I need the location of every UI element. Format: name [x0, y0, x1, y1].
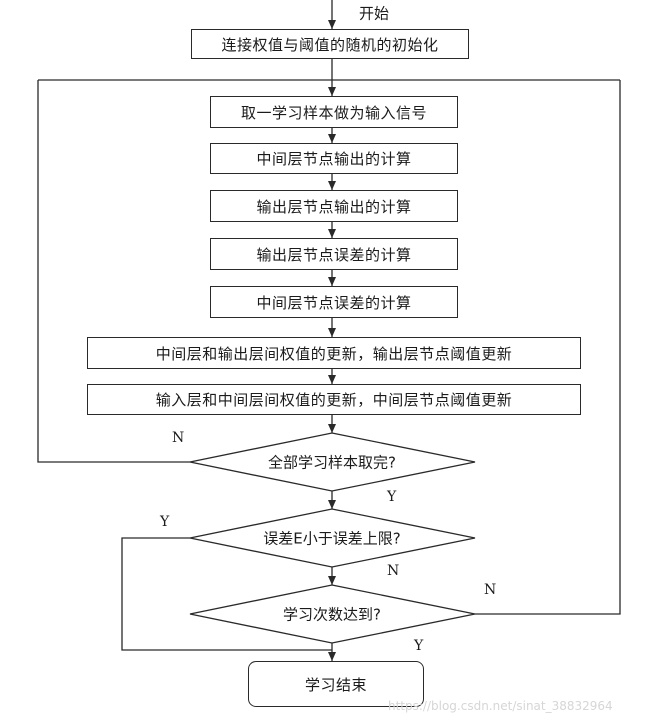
end-terminal: 学习结束: [248, 661, 424, 707]
step-update-hidden-output: 中间层和输出层间权值的更新，输出层节点阈值更新: [87, 337, 581, 369]
step-hidden-error: 中间层节点误差的计算: [210, 286, 458, 318]
branch-iterations-no: N: [484, 582, 497, 598]
watermark: https://blog.csdn.net/sinat_38832964: [388, 699, 613, 713]
decision-iterations-shape: [189, 584, 476, 644]
branch-error-no: N: [387, 563, 400, 579]
branch-iterations-yes: Y: [414, 638, 424, 654]
decision-all-samples-shape: [189, 432, 476, 492]
decision-all-samples-label: 全部学习样本取完?: [268, 453, 396, 472]
decision-error-label: 误差E小于误差上限?: [263, 529, 401, 548]
loop-decision1-no: [37, 80, 190, 463]
step-take-sample: 取一学习样本做为输入信号: [210, 96, 458, 128]
branch-all-samples-no: N: [172, 430, 185, 446]
loop-decision3-no: [475, 80, 621, 615]
branch-error-yes: Y: [160, 514, 170, 530]
decision-error-shape: [189, 508, 476, 568]
branch-all-samples-yes: Y: [387, 489, 397, 505]
branch-decision2-yes: [121, 537, 332, 651]
step-output-output: 输出层节点输出的计算: [210, 190, 458, 222]
step-init: 连接权值与阈值的随机的初始化: [191, 29, 469, 59]
decision-iterations-label: 学习次数达到?: [283, 605, 381, 624]
step-output-error: 输出层节点误差的计算: [210, 238, 458, 270]
step-hidden-output: 中间层节点输出的计算: [210, 143, 458, 174]
step-update-input-hidden: 输入层和中间层间权值的更新，中间层节点阈值更新: [87, 384, 581, 415]
start-label: 开始: [358, 4, 390, 23]
